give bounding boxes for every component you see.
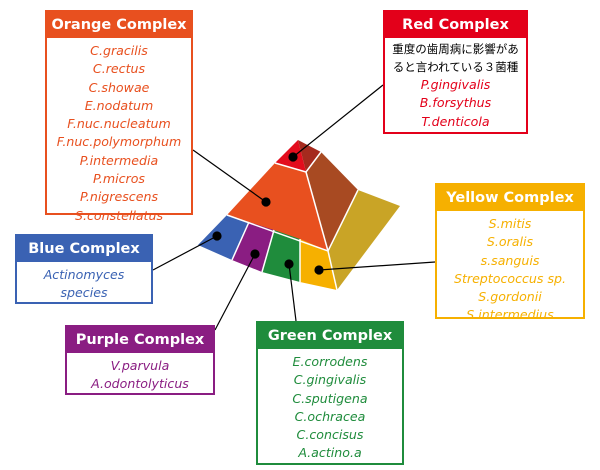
orange-complex-box: Orange Complex C.gracilis C.rectus C.sho… bbox=[45, 10, 193, 223]
yellow-complex-item: S.oralis bbox=[486, 234, 534, 250]
orange-complex-item: P.nigrescens bbox=[79, 189, 159, 205]
orange-complex-item: S.constellatus bbox=[74, 207, 164, 223]
red-complex-item: P.gingivalis bbox=[420, 77, 491, 92]
connector-red bbox=[292, 84, 384, 158]
yellow-complex-title: Yellow Complex bbox=[437, 185, 583, 211]
orange-complex-item: F.nuc.polymorphum bbox=[56, 134, 182, 150]
pyramid-right-face-orange bbox=[306, 152, 358, 251]
red-complex-note: 重度の歯周病に影響があると言われている３菌種 bbox=[392, 42, 519, 74]
green-complex-item: C.concisus bbox=[296, 427, 364, 443]
red-complex-item: T.denticola bbox=[421, 113, 490, 129]
pyramid-segment-green bbox=[262, 230, 300, 282]
connector-orange bbox=[192, 149, 267, 203]
green-complex-box: Green Complex E.corrodens C.gingivalis C… bbox=[256, 321, 404, 465]
purple-complex-item: V.parvula bbox=[110, 358, 170, 373]
green-complex-title: Green Complex bbox=[258, 323, 402, 349]
orange-complex-item: P.micros bbox=[93, 171, 145, 187]
green-complex-item: C.ochracea bbox=[294, 408, 366, 424]
purple-complex-box: Purple Complex V.parvula A.odontolyticus bbox=[65, 325, 215, 395]
orange-complex-item: C.rectus bbox=[92, 61, 146, 77]
green-complex-item: C.gingivalis bbox=[293, 372, 367, 388]
yellow-complex-item: Streptococcus sp. bbox=[453, 270, 567, 286]
green-complex-item: A.actino.a bbox=[298, 445, 362, 461]
yellow-complex-box: Yellow Complex S.mitis S.oralis s.sangui… bbox=[435, 183, 585, 322]
orange-complex-item: E.nodatum bbox=[84, 97, 154, 113]
red-complex-box: Red Complex 重度の歯周病に影響があると言われている３菌種 P.gin… bbox=[383, 10, 528, 134]
yellow-complex-item: S.mitis bbox=[488, 216, 532, 231]
orange-complex-item: F.nuc.nucleatum bbox=[67, 116, 171, 132]
orange-complex-item: P.intermedia bbox=[79, 152, 159, 168]
orange-complex-item: C.gracilis bbox=[90, 43, 148, 58]
blue-complex-item: species bbox=[60, 285, 108, 301]
red-complex-item: B.forsythus bbox=[419, 95, 492, 111]
blue-complex-title: Blue Complex bbox=[17, 236, 151, 262]
connector-purple bbox=[214, 253, 256, 331]
green-complex-item: C.sputigena bbox=[292, 390, 368, 406]
connector-blue bbox=[152, 235, 218, 271]
blue-complex-box: Blue Complex Actinomyces species bbox=[15, 234, 153, 304]
blue-complex-item: Actinomyces bbox=[43, 267, 125, 282]
purple-complex-title: Purple Complex bbox=[67, 327, 213, 353]
yellow-complex-item: S.gordonii bbox=[478, 289, 542, 305]
connector-yellow bbox=[318, 261, 436, 271]
orange-complex-item: C.showae bbox=[88, 79, 150, 95]
yellow-complex-item: S.intermedius bbox=[466, 307, 554, 323]
pyramid-segment-purple bbox=[232, 222, 274, 272]
connector-green bbox=[288, 263, 297, 322]
yellow-complex-item: s.sanguis bbox=[480, 252, 540, 268]
purple-complex-item: A.odontolyticus bbox=[91, 376, 189, 392]
orange-complex-title: Orange Complex bbox=[47, 12, 191, 38]
green-complex-item: E.corrodens bbox=[292, 354, 368, 369]
pyramid-segment-orange bbox=[227, 163, 328, 251]
red-complex-title: Red Complex bbox=[385, 12, 526, 38]
